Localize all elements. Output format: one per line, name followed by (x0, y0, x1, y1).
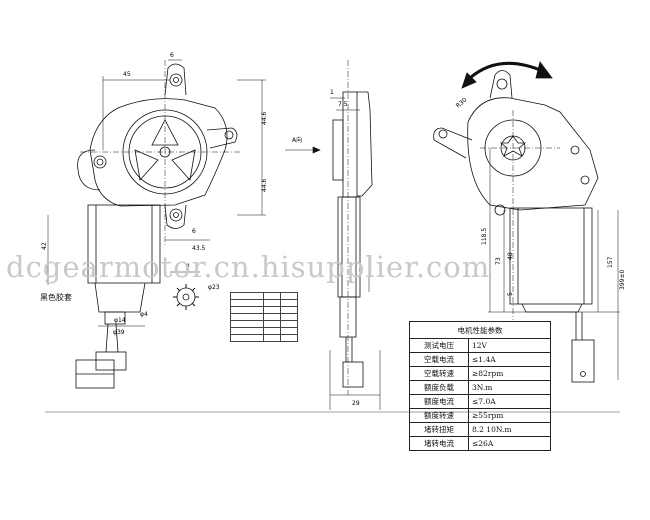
dim-73: 73 (495, 257, 502, 265)
table-row: 空载电流≤1.4A (409, 352, 551, 367)
front-view (47, 59, 266, 389)
watermark: dcgearmotor.cn.hisupplier.com (6, 250, 491, 284)
dim-d23: φ23 (208, 284, 220, 291)
table-row (230, 299, 298, 307)
dim-6-bot: 6 (192, 228, 196, 235)
table-row (230, 313, 298, 321)
spec-table-title: 电机性能参数 (409, 321, 551, 339)
wire-sleeve-label: 黑色胶套 (40, 293, 72, 302)
table-row: 额度电流≤7.0A (409, 394, 551, 409)
side-view (329, 60, 381, 410)
gear-detail (170, 271, 200, 310)
dim-44-6-bot: 44.6 (261, 178, 268, 192)
table-row: 空载转速≥82rpm (409, 366, 551, 381)
table-row: 堵转电流≤26A (409, 436, 551, 451)
dim-d4: φ4 (140, 311, 148, 318)
rear-view (433, 61, 620, 383)
dim-5: 5 (507, 292, 514, 296)
dim-side-1: 1 (330, 89, 334, 96)
view-a-arrow (285, 146, 321, 154)
dim-a-view: A向 (292, 136, 302, 144)
dim-42: 42 (41, 242, 48, 250)
dim-118-5: 118.5 (481, 228, 488, 245)
dim-d39: φ39 (113, 329, 125, 336)
dim-6-top: 6 (170, 52, 174, 59)
table-row (230, 334, 298, 342)
dim-48: 48 (507, 252, 514, 260)
dim-45: 45 (123, 71, 131, 78)
dim-r30: R30 (455, 96, 469, 109)
table-row (230, 292, 298, 300)
dim-157: 157 (607, 256, 614, 268)
dim-44-6-top: 44.6 (261, 111, 268, 125)
table-row (230, 327, 298, 335)
table-row (230, 306, 298, 314)
dim-d14: φ14 (114, 317, 126, 324)
gear-parameter-table (230, 292, 298, 342)
table-row (230, 320, 298, 328)
dim-399: 399±0 (619, 270, 626, 290)
dim-43-5: 43.5 (192, 245, 206, 252)
dim-side-29: 29 (352, 400, 360, 407)
dim-angle: 4 (186, 263, 190, 270)
table-row: 额度转速≥55rpm (409, 408, 551, 423)
dim-side-7-5: 7.5 (338, 101, 348, 108)
